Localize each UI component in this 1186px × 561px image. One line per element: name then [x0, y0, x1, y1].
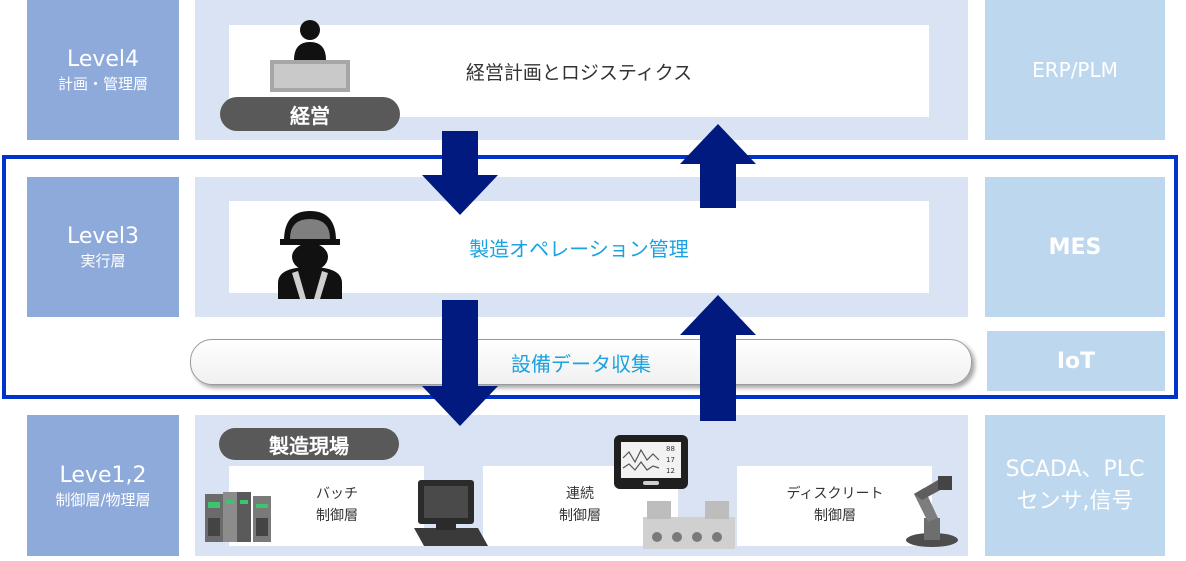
batch-label-line2: 制御層 — [316, 508, 358, 524]
continuous-label-line1: 連続 — [566, 486, 594, 502]
process-monitor-icon — [614, 435, 688, 489]
manager-at-desk-icon — [270, 20, 350, 92]
discrete-label: ディスクリート 制御層 — [770, 483, 900, 527]
monitor-readout-2: 17 — [666, 456, 675, 464]
scada-plc-label-line2: センサ,信号 — [1016, 488, 1134, 514]
level4-title: Level4 — [66, 47, 140, 72]
management-text: 経営計画とロジスティクス — [465, 61, 693, 84]
discrete-label-line2: 制御層 — [814, 508, 856, 524]
level3-subtitle: 実行層 — [80, 252, 126, 270]
discrete-label-line1: ディスクリート — [786, 486, 884, 502]
equipment-data-collection-label: 設備データ収集 — [511, 351, 651, 376]
mes-label: MES — [1048, 234, 1102, 260]
scada-plc-box: SCADA、PLC センサ,信号 — [985, 415, 1165, 556]
level3-title: Level3 — [66, 224, 140, 249]
arrow-down-bottom — [422, 300, 498, 426]
continuous-label: 連続 制御層 — [525, 483, 635, 527]
execution-layer-frame — [2, 155, 1178, 399]
scada-plc-label-line1: SCADA、PLC — [1005, 456, 1145, 482]
worker-with-helmet-icon — [278, 211, 342, 299]
management-badge-label: 経営 — [290, 103, 330, 128]
batch-label: バッチ 制御層 — [282, 483, 392, 527]
arrow-down-top — [422, 131, 498, 215]
shopfloor-badge: 製造現場 — [219, 428, 399, 460]
shopfloor-badge-label: 製造現場 — [269, 433, 349, 458]
level12-title: Leve1,2 — [59, 462, 147, 488]
robot-arm-icon — [906, 476, 958, 547]
mes-box: MES — [985, 177, 1165, 317]
batch-label-line1: バッチ — [316, 486, 358, 502]
arrow-up-top — [680, 124, 756, 208]
operations-panel: 製造オペレーション管理 — [229, 201, 929, 293]
level3-box: Level3 実行層 — [27, 177, 179, 317]
level4-box: Level4 計画・管理層 — [27, 0, 179, 140]
continuous-label-line2: 制御層 — [559, 508, 601, 524]
computer-terminal-icon — [414, 480, 488, 546]
equipment-data-collection-bar: 設備データ収集 — [190, 339, 972, 385]
monitor-readout: 88 17 12 — [666, 444, 675, 477]
monitor-readout-3: 12 — [666, 467, 675, 475]
plc-module-icon — [205, 492, 271, 542]
iot-label: IoT — [1056, 348, 1096, 374]
erp-plm-box: ERP/PLM — [985, 0, 1165, 140]
level12-subtitle: 制御層/物理層 — [55, 490, 151, 509]
operations-text: 製造オペレーション管理 — [469, 236, 689, 261]
level4-subtitle: 計画・管理層 — [57, 75, 148, 93]
discrete-panel — [737, 466, 932, 546]
management-badge: 経営 — [220, 97, 400, 131]
iot-box: IoT — [987, 331, 1165, 391]
erp-plm-label: ERP/PLM — [1032, 58, 1118, 82]
level12-box: Leve1,2 制御層/物理層 — [27, 415, 179, 556]
continuous-machine-icon — [643, 501, 735, 549]
monitor-readout-1: 88 — [666, 445, 675, 453]
arrow-up-bottom — [680, 295, 756, 421]
